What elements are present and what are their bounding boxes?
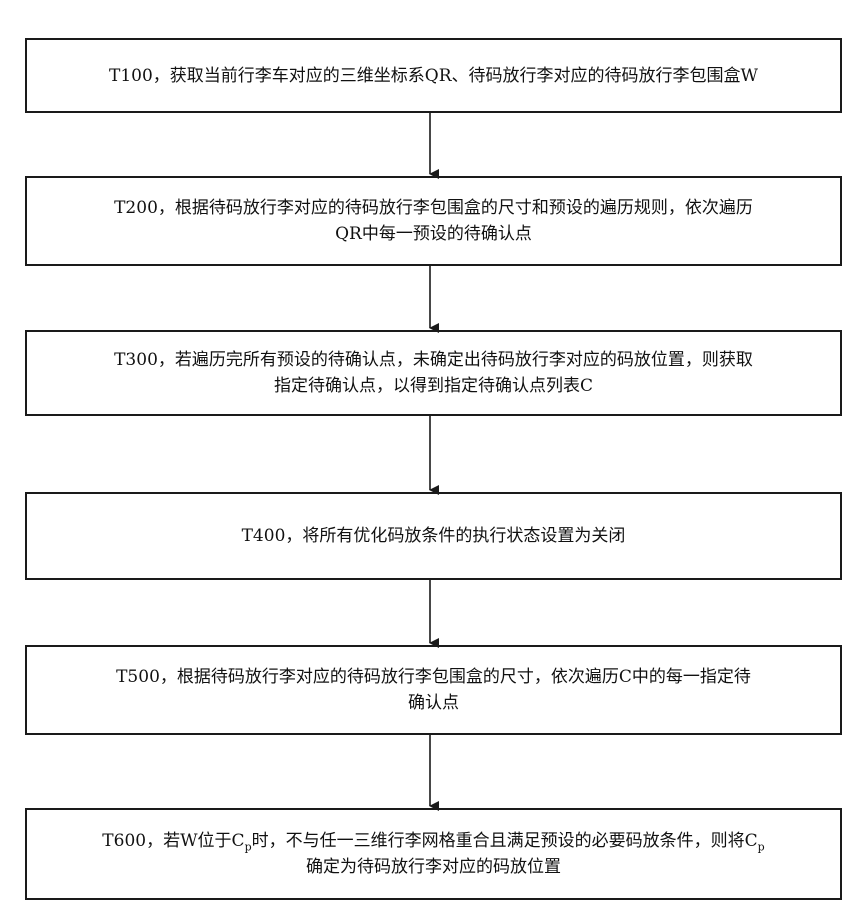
step-t300-text-line2: 指定待确认点，以得到指定待确认点列表C: [274, 373, 593, 399]
step-t200-box: T200，根据待码放行李对应的待码放行李包围盒的尺寸和预设的遍历规则，依次遍历 …: [25, 176, 842, 266]
step-t600-text-line1: T600，若W位于Cp时，不与任一三维行李网格重合且满足预设的必要码放条件，则将…: [102, 828, 764, 854]
step-t600-box: T600，若W位于Cp时，不与任一三维行李网格重合且满足预设的必要码放条件，则将…: [25, 808, 842, 900]
step-t200-text-line1: T200，根据待码放行李对应的待码放行李包围盒的尺寸和预设的遍历规则，依次遍历: [114, 195, 753, 221]
step-t600-text-line2: 确定为待码放行李对应的码放位置: [306, 854, 561, 880]
step-t200-text-line2: QR中每一预设的待确认点: [335, 221, 532, 247]
step-t600-subscript-2: p: [758, 840, 765, 853]
step-t300-box: T300，若遍历完所有预设的待确认点，未确定出待码放行李对应的码放位置，则获取 …: [25, 330, 842, 416]
step-t600-text-part-a: T600，若W位于C: [102, 831, 244, 851]
step-t100-text: T100，获取当前行李车对应的三维坐标系QR、待码放行李对应的待码放行李包围盒W: [109, 63, 758, 89]
step-t500-text-line2: 确认点: [408, 690, 459, 716]
step-t500-text-line1: T500，根据待码放行李对应的待码放行李包围盒的尺寸，依次遍历C中的每一指定待: [116, 664, 751, 690]
step-t600-text-part-b: 时，不与任一三维行李网格重合且满足预设的必要码放条件，则将C: [252, 831, 758, 851]
step-t300-text-line1: T300，若遍历完所有预设的待确认点，未确定出待码放行李对应的码放位置，则获取: [114, 347, 753, 373]
step-t400-box: T400，将所有优化码放条件的执行状态设置为关闭: [25, 492, 842, 580]
step-t100-box: T100，获取当前行李车对应的三维坐标系QR、待码放行李对应的待码放行李包围盒W: [25, 38, 842, 113]
step-t400-text: T400，将所有优化码放条件的执行状态设置为关闭: [242, 523, 626, 549]
step-t600-subscript-1: p: [245, 840, 252, 853]
step-t500-box: T500，根据待码放行李对应的待码放行李包围盒的尺寸，依次遍历C中的每一指定待 …: [25, 645, 842, 735]
